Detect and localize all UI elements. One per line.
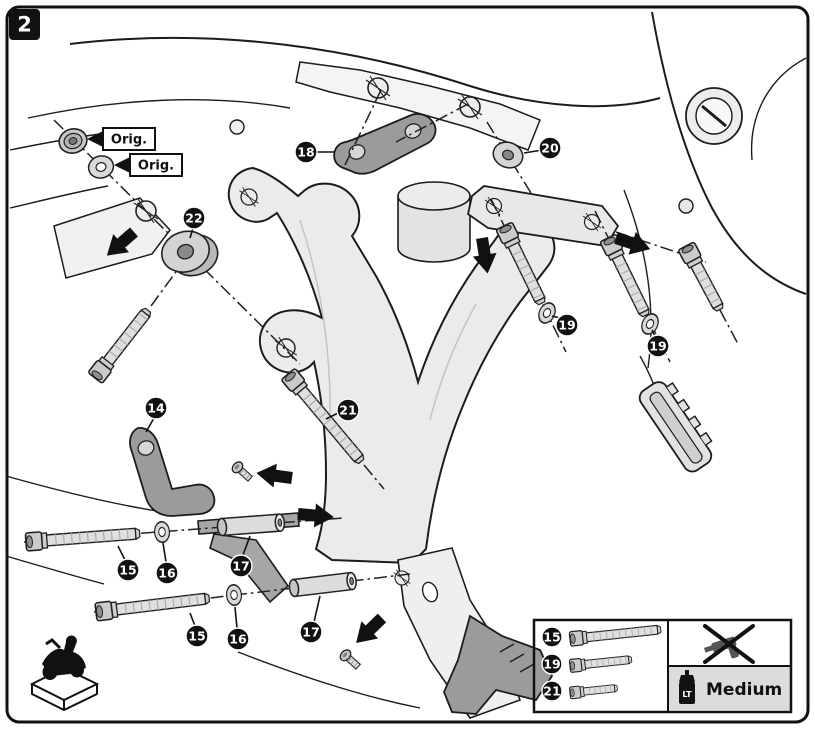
callout-badge-15a: 15 (116, 545, 140, 582)
svg-text:20: 20 (541, 141, 559, 156)
svg-text:21: 21 (339, 403, 356, 418)
upper-fairing-plate (295, 61, 541, 151)
callout-badge-14: 14 (144, 396, 168, 433)
orig-tag-1: Orig. (87, 127, 156, 151)
svg-text:15: 15 (543, 630, 560, 645)
callout-badge-21: 21 (325, 398, 360, 422)
no-impact-driver-icon (703, 624, 755, 664)
threadlocker-bottle-icon: LT (679, 670, 695, 704)
callout-badge-19b: 19 (646, 329, 670, 358)
svg-text:Orig.: Orig. (111, 133, 147, 148)
orig-washer (87, 155, 115, 179)
step-number-box: 2 (9, 9, 40, 40)
washer-20 (492, 141, 524, 169)
brake-pedal (443, 614, 554, 715)
legend-badge-19: 19 (541, 653, 563, 675)
svg-text:Orig.: Orig. (138, 159, 174, 174)
callout-badge-15b: 15 (185, 612, 209, 648)
svg-text:15: 15 (188, 629, 205, 644)
svg-text:18: 18 (297, 145, 314, 160)
svg-text:17: 17 (232, 559, 249, 574)
callout-badge-19a: 19 (551, 313, 579, 337)
orig-nut (58, 128, 88, 154)
legend-badge-15: 15 (541, 626, 563, 648)
svg-text:16: 16 (158, 566, 176, 581)
svg-text:17: 17 (302, 625, 319, 640)
callout-badge-18: 18 (294, 140, 334, 164)
spacer-22 (161, 230, 219, 277)
orig-tag-2: Orig. (114, 153, 183, 177)
callout-badge-17a: 17 (229, 535, 253, 578)
svg-text:19: 19 (649, 339, 666, 354)
svg-text:22: 22 (185, 211, 202, 226)
threadlocker-strength-label: Medium (706, 680, 782, 700)
svg-text:21: 21 (543, 684, 560, 699)
adapter-plate-14 (129, 427, 216, 517)
legend-box: 15 19 21 LT Medium (532, 618, 793, 714)
callout-badge-16b: 16 (226, 606, 250, 651)
svg-text:19: 19 (543, 657, 560, 672)
svg-text:14: 14 (147, 401, 165, 416)
legend-badge-21: 21 (541, 680, 563, 702)
callout-badge-20: 20 (523, 136, 562, 160)
svg-text:LT: LT (682, 690, 692, 699)
frame-line-art (5, 11, 807, 709)
callout-badge-22: 22 (182, 206, 206, 239)
footpeg (638, 381, 713, 473)
svg-text:19: 19 (558, 318, 575, 333)
svg-text:16: 16 (229, 632, 247, 647)
main-bracket (227, 166, 556, 565)
svg-text:15: 15 (119, 563, 136, 578)
callout-badge-17b: 17 (299, 595, 323, 644)
callout-badge-16a: 16 (155, 542, 179, 585)
svg-text:2: 2 (17, 13, 32, 37)
motorcycle-on-stand-icon (29, 635, 100, 712)
reservoir-cylinder (397, 181, 471, 263)
